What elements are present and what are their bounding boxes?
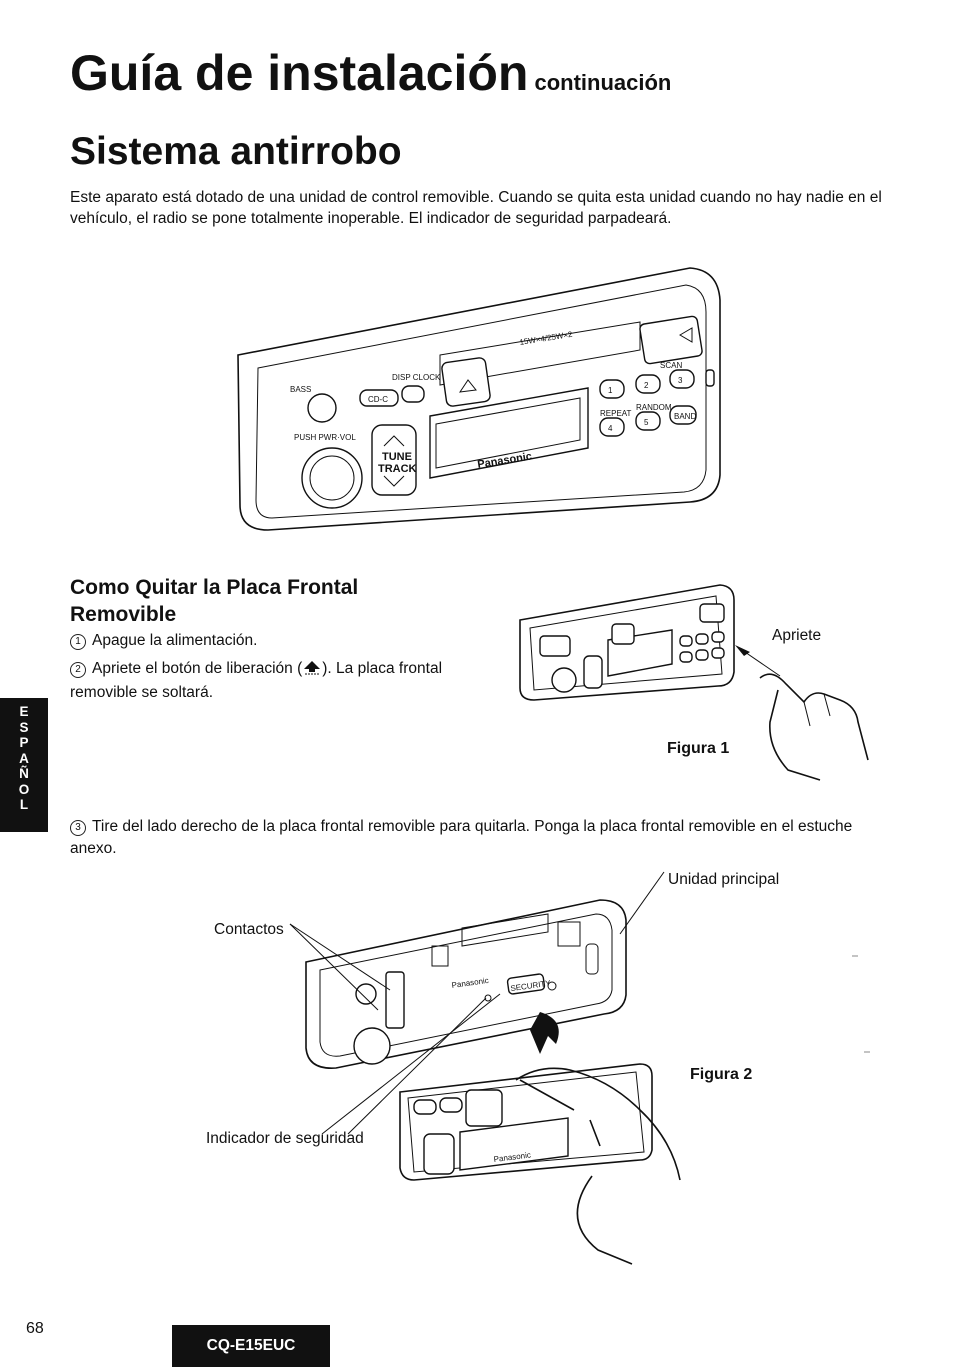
page-number: 68 [26, 1320, 44, 1337]
security-indicator [506, 973, 546, 995]
section-title: Sistema antirrobo [70, 130, 402, 173]
side-tab-letter: A [19, 750, 29, 766]
push-pwr-vol-label: PUSH PWR·VOL [294, 433, 356, 442]
disp-clock-label: DISP CLOCK [392, 373, 441, 382]
preset-5-button[interactable] [635, 411, 661, 431]
bass-label: BASS [290, 385, 311, 394]
preset-1-button[interactable] [599, 379, 625, 399]
disp-button[interactable] [401, 385, 425, 403]
step-1-text: Apague la alimentación. [92, 632, 258, 649]
preset-3-button[interactable] [669, 369, 695, 389]
side-tab-letter: L [19, 797, 29, 812]
step-3-number: 3 [70, 820, 86, 836]
security-indicator-callout: Indicador de seguridad [206, 1130, 364, 1147]
side-tab-letter: O [18, 781, 30, 797]
volume-knob[interactable] [301, 447, 363, 509]
step-2-text-after: ). La placa frontal removible se soltará… [70, 660, 443, 701]
cd-c-button[interactable] [359, 389, 399, 407]
side-tab-letter: P [19, 735, 29, 750]
page-title-text: Guía de instalación [70, 45, 529, 101]
step-1-number: 1 [70, 634, 86, 650]
intro-paragraph: Este aparato está dotado de una unidad d… [70, 189, 882, 227]
apriete-callout: Apriete [772, 627, 822, 644]
bass-knob[interactable] [307, 393, 337, 423]
step-2-text: Apriete el botón de liberación ( [92, 660, 303, 677]
figure-2-caption: Figura 2 [690, 1066, 753, 1083]
track-label: TRACK [378, 463, 417, 475]
repeat-label: REPEAT [600, 409, 632, 418]
fig2-brand-label: Panasonic [451, 976, 489, 990]
cd-c-label: CD-C [368, 395, 388, 404]
band-button[interactable] [669, 405, 697, 425]
model-badge: CQ-E15EUC [172, 1325, 330, 1367]
tune-label: TUNE [382, 451, 412, 463]
contacts-callout: Contactos [214, 921, 284, 938]
step-1: 1 Apague la alimentación. [70, 630, 257, 652]
side-tab-letter: S [19, 719, 29, 735]
preset-4-button[interactable] [599, 417, 625, 437]
main-unit-callout: Unidad principal [668, 871, 780, 888]
preset-5-label: 5 [644, 418, 649, 427]
continuation-label: continuación [534, 70, 672, 95]
preset-4-label: 4 [608, 424, 613, 433]
preset-2-button[interactable] [635, 374, 661, 394]
preset-1-label: 1 [608, 386, 613, 395]
scan-label: SCAN [660, 361, 682, 370]
tune-track-rocker[interactable] [371, 424, 417, 496]
subsection-title: Como Quitar la Placa Frontal Removible [70, 576, 359, 626]
preset-2-label: 2 [644, 381, 649, 390]
random-label: RANDOM [636, 403, 672, 412]
figure-1-caption: Figura 1 [667, 740, 730, 757]
release-button-icon [302, 659, 322, 682]
step-3-text: Tire del lado derecho de la placa fronta… [70, 818, 853, 857]
step-2-number: 2 [70, 662, 86, 678]
side-tab-letter: Ñ [19, 766, 29, 781]
contacts-block [385, 971, 405, 1029]
language-side-tab: E S P A Ñ O L [0, 698, 48, 832]
eject-button[interactable] [441, 357, 491, 407]
preset-3-label: 3 [678, 376, 683, 385]
band-label: BAND [674, 412, 696, 421]
display-window [429, 387, 589, 479]
side-tab-letter: E [19, 704, 29, 719]
step-2: 2 Apriete el botón de liberación (). La p… [70, 658, 460, 704]
